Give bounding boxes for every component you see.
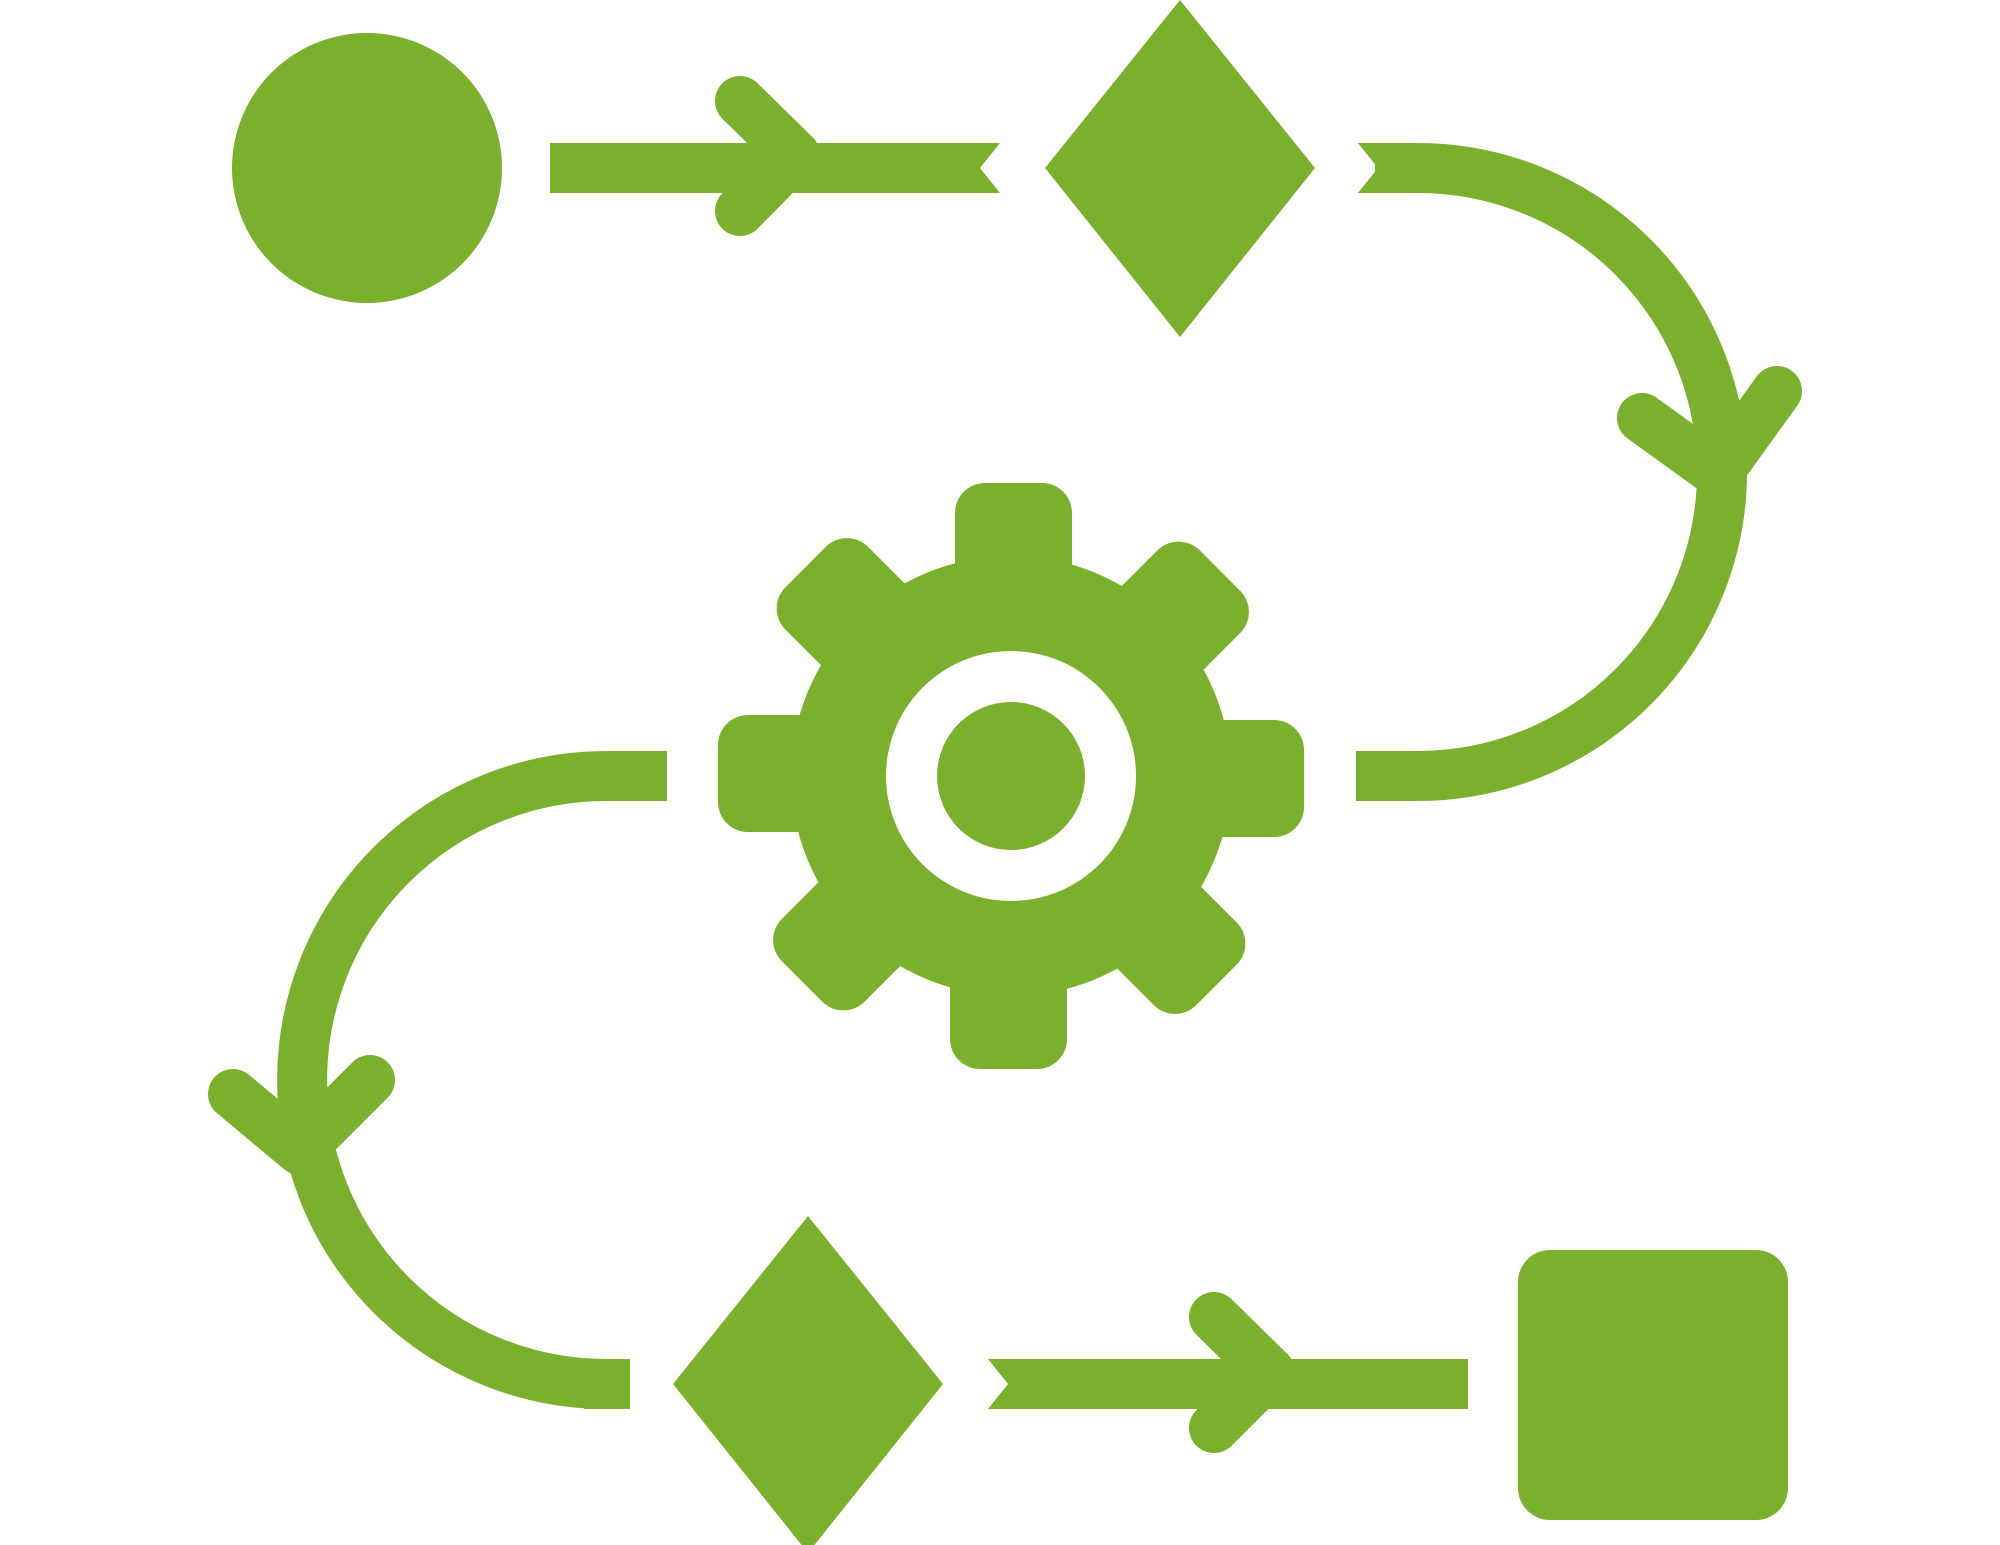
arrow-tail-notch bbox=[584, 1359, 628, 1409]
start-circle bbox=[232, 33, 502, 303]
arrow-tail-notch bbox=[1358, 143, 1404, 193]
gear-hub bbox=[937, 702, 1085, 850]
arrow-start-to-decision bbox=[550, 76, 1000, 236]
arrow-process-to-decision bbox=[208, 751, 667, 1409]
gear-icon bbox=[718, 483, 1304, 1069]
chevron-right-icon bbox=[715, 76, 820, 236]
decision-diamond-1 bbox=[1045, 0, 1315, 337]
end-square bbox=[1518, 1250, 1788, 1520]
chevron-right-icon bbox=[1189, 1292, 1295, 1453]
curved-arrow-left bbox=[277, 751, 667, 1409]
chevron-down-icon bbox=[208, 1055, 395, 1175]
arrow-decision-to-end bbox=[988, 1292, 1468, 1453]
chevron-down-icon bbox=[1617, 366, 1802, 498]
arrow-decision-to-process bbox=[1356, 143, 1802, 801]
decision-diamond-2 bbox=[673, 1216, 943, 1545]
curved-arrow-right bbox=[1356, 143, 1747, 801]
